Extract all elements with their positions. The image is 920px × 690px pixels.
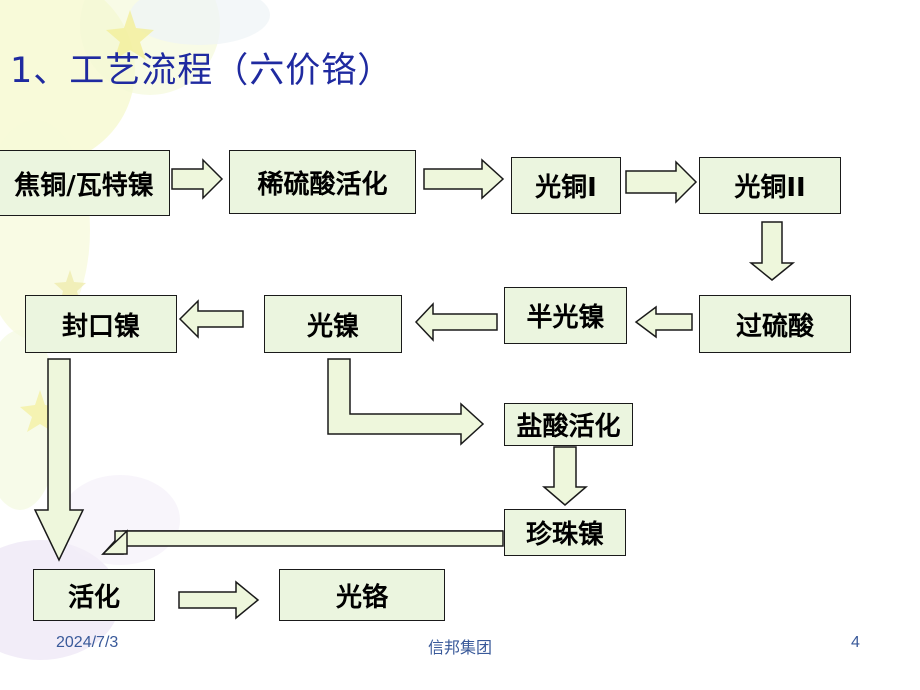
step-box-persulfate: 过硫酸 (699, 295, 851, 353)
arrow-s10-s11-bar (114, 530, 504, 547)
step-box-activation: 活化 (33, 569, 155, 621)
step-box-pearl-nickel: 珍珠镍 (504, 509, 626, 556)
arrow-s5-s6 (634, 305, 693, 339)
arrow-s4-s5 (748, 221, 796, 281)
arrow-s11-s12 (178, 580, 260, 620)
step-box-bright-nickel: 光镍 (264, 295, 402, 353)
step-box-bright-copper-1: 光铜I (511, 157, 621, 214)
step-box-hydrochloric-activation: 盐酸活化 (504, 403, 633, 446)
arrow-s10-s11-head (101, 529, 128, 555)
arrow-s8-s11 (33, 358, 85, 562)
step-box-sealing-nickel: 封口镍 (25, 295, 177, 353)
arrow-s2-s3 (423, 158, 505, 200)
arrow-s6-s7 (414, 302, 498, 342)
arrow-s7-s9 (327, 358, 485, 446)
arrow-s7-s8 (178, 299, 244, 339)
slide-title: 1、工艺流程（六价铬） (10, 51, 394, 91)
arrow-s1-s2 (171, 158, 224, 200)
step-box-bright-copper-2: 光铜II (699, 157, 841, 214)
arrow-s9-s10 (541, 446, 589, 506)
footer-company: 信邦集团 (428, 640, 493, 657)
arrow-s3-s4 (625, 160, 698, 204)
step-box-dilute-sulfuric-activation: 稀硫酸活化 (229, 150, 416, 214)
footer-date: 2024/7/3 (56, 634, 119, 651)
step-box-bright-chrome: 光铬 (279, 569, 445, 621)
step-box-semi-bright-nickel: 半光镍 (504, 287, 627, 344)
step-box-coke-copper-watts-nickel: 焦铜/瓦特镍 (0, 150, 170, 216)
page-number: 4 (851, 634, 860, 651)
